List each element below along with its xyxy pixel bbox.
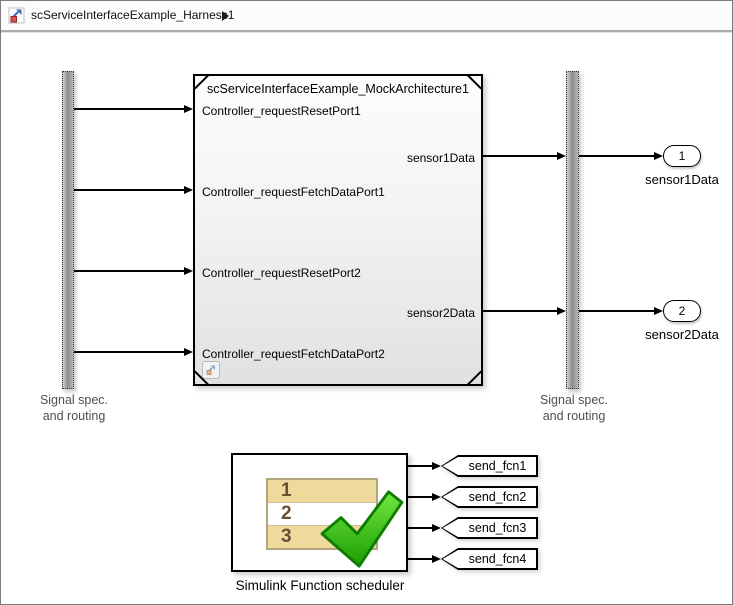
wire-router-to-outport-2[interactable] <box>579 306 663 316</box>
outport-label-sensor2: sensor2Data <box>406 306 475 320</box>
corner-mark-icon <box>467 370 482 386</box>
arrowhead-icon <box>184 104 193 113</box>
function-tag-send-fcn2[interactable]: send_fcn2 <box>441 486 538 508</box>
arrowhead-icon <box>557 306 566 315</box>
wire-fcn-4[interactable] <box>408 554 441 564</box>
schedule-row: 2 <box>268 503 376 526</box>
outport-number: 2 <box>678 304 686 318</box>
outport-name-1: sensor1Data <box>645 172 719 187</box>
scheduler-label: Simulink Function scheduler <box>235 578 405 593</box>
schedule-row: 1 <box>268 480 376 503</box>
breadcrumb: scServiceInterfaceExample_Harness1 <box>1 1 732 30</box>
wire-sensor2-to-router[interactable] <box>483 306 566 316</box>
function-tag-label: send_fcn3 <box>442 518 537 538</box>
model-block-icon <box>8 7 25 24</box>
inport-label-3: Controller_requestResetPort2 <box>202 266 361 280</box>
wire-input-3[interactable] <box>74 266 193 276</box>
green-checkmark-icon <box>320 490 404 568</box>
right-signal-routing-block[interactable] <box>566 71 579 389</box>
breadcrumb-expand-icon[interactable] <box>222 11 229 21</box>
model-reference-block[interactable]: scServiceInterfaceExample_MockArchitectu… <box>193 74 483 386</box>
breadcrumb-item-harness[interactable]: scServiceInterfaceExample_Harness1 <box>31 8 235 22</box>
arrowhead-icon <box>654 151 663 160</box>
arrowhead-icon <box>432 492 441 501</box>
wire-fcn-2[interactable] <box>408 492 441 502</box>
wire-router-to-outport-1[interactable] <box>579 151 663 161</box>
outport-number: 1 <box>678 149 686 163</box>
outport-label-sensor1: sensor1Data <box>406 151 475 165</box>
outport-name-2: sensor2Data <box>645 327 719 342</box>
inport-label-2: Controller_requestFetchDataPort1 <box>202 185 385 199</box>
arrowhead-icon <box>432 523 441 532</box>
wire-input-1[interactable] <box>74 104 193 114</box>
right-router-label: Signal spec. and routing <box>514 392 634 424</box>
left-router-label-line1: Signal spec. <box>39 393 109 407</box>
right-router-label-line2: and routing <box>542 409 606 423</box>
function-tag-send-fcn4[interactable]: send_fcn4 <box>441 548 538 570</box>
left-router-label: Signal spec. and routing <box>14 392 134 424</box>
right-router-label-line1: Signal spec. <box>539 393 609 407</box>
model-reference-badge-icon[interactable] <box>202 361 220 379</box>
function-tag-send-fcn1[interactable]: send_fcn1 <box>441 455 538 477</box>
wire-fcn-3[interactable] <box>408 523 441 533</box>
arrowhead-icon <box>432 554 441 563</box>
wire-input-2[interactable] <box>74 185 193 195</box>
arrowhead-icon <box>184 185 193 194</box>
arrowhead-icon <box>557 151 566 160</box>
inport-label-1: Controller_requestResetPort1 <box>202 104 361 118</box>
left-signal-routing-block[interactable] <box>62 71 74 389</box>
arrowhead-icon <box>184 347 193 356</box>
model-block-title: scServiceInterfaceExample_MockArchitectu… <box>207 82 469 96</box>
toolbar-divider <box>1 30 732 33</box>
function-tag-label: send_fcn2 <box>442 487 537 507</box>
wire-fcn-1[interactable] <box>408 461 441 471</box>
arrowhead-icon <box>432 461 441 470</box>
outport-block-1[interactable]: 1 <box>663 145 701 167</box>
wire-input-4[interactable] <box>74 347 193 357</box>
simulink-function-scheduler-block[interactable]: 1 2 3 <box>231 453 408 572</box>
function-tag-send-fcn3[interactable]: send_fcn3 <box>441 517 538 539</box>
wire-sensor1-to-router[interactable] <box>483 151 566 161</box>
inport-label-4: Controller_requestFetchDataPort2 <box>202 347 385 361</box>
outport-block-2[interactable]: 2 <box>663 300 701 322</box>
left-router-label-line2: and routing <box>42 409 106 423</box>
arrowhead-icon <box>654 306 663 315</box>
function-tag-label: send_fcn1 <box>442 456 537 476</box>
function-tag-label: send_fcn4 <box>442 549 537 569</box>
arrowhead-icon <box>184 266 193 275</box>
